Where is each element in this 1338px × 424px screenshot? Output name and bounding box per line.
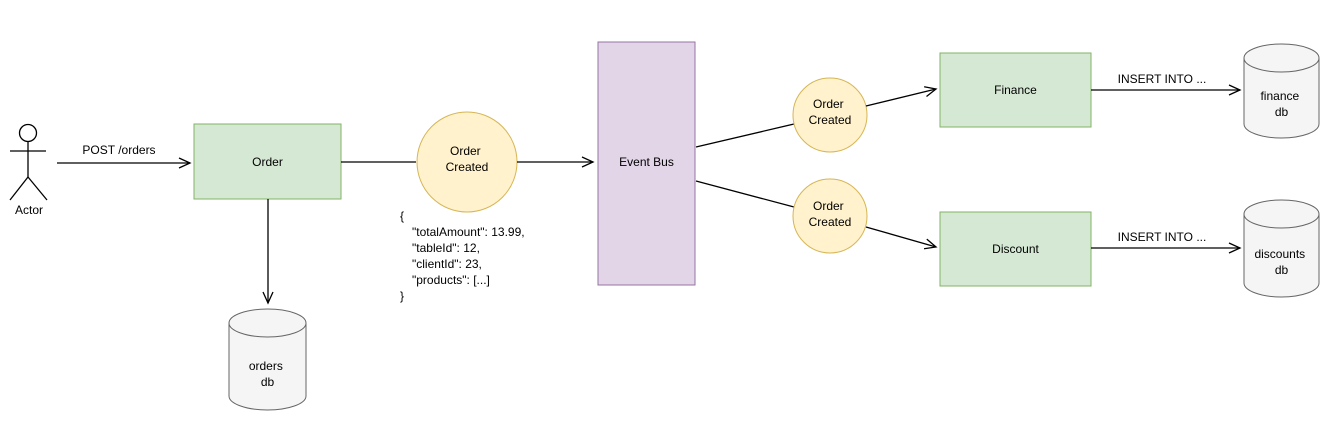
edge-label-insert-finance: INSERT INTO ... bbox=[1118, 72, 1207, 86]
payload-json: { "totalAmount": 13.99, "tableId": 12, "… bbox=[400, 209, 528, 303]
edge-label-insert-discount: INSERT INTO ... bbox=[1118, 230, 1207, 244]
edge-bus-to-finance-event bbox=[695, 123, 795, 148]
node-discounts-db: discounts db bbox=[1243, 199, 1320, 298]
node-discount-service: Discount bbox=[939, 211, 1092, 287]
order-created-discount-label: Order Created bbox=[809, 199, 852, 229]
edge-bus-to-discount-event bbox=[695, 180, 795, 208]
node-event-bus: Event Bus bbox=[597, 41, 696, 286]
payload-line: "totalAmount": 13.99, bbox=[412, 225, 525, 239]
payload-line: "clientId": 23, bbox=[412, 257, 482, 271]
order-service-label: Order bbox=[252, 155, 283, 169]
node-order-created-main: Order Created bbox=[416, 111, 518, 213]
actor-figure: Actor bbox=[9, 123, 48, 217]
node-orders-db: orders db bbox=[228, 308, 307, 411]
actor-right-leg bbox=[27, 176, 48, 201]
finance-db-cylinder-rim bbox=[1243, 57, 1320, 73]
discounts-db-cylinder-rim bbox=[1243, 213, 1320, 229]
node-order-created-finance: Order Created bbox=[792, 77, 868, 153]
node-order-service: Order bbox=[193, 123, 342, 200]
order-created-finance-circle bbox=[792, 77, 868, 153]
edge-event-to-finance bbox=[865, 86, 938, 107]
order-created-finance-label: Order Created bbox=[809, 97, 852, 127]
edge-label-post-orders: POST /orders bbox=[82, 143, 155, 157]
finance-db-cylinder-icon bbox=[1243, 43, 1320, 139]
actor-head-icon bbox=[18, 123, 38, 143]
order-created-main-label: Order Created bbox=[446, 144, 489, 174]
order-service-box bbox=[193, 123, 342, 200]
edge-finance-to-db: INSERT INTO ... bbox=[1091, 72, 1242, 96]
node-finance-service: Finance bbox=[939, 52, 1092, 128]
orders-db-cylinder-rim bbox=[228, 322, 307, 338]
payload-line: "tableId": 12, bbox=[412, 241, 480, 255]
orders-db-cylinder-icon bbox=[228, 308, 307, 411]
finance-service-label: Finance bbox=[994, 83, 1037, 97]
node-finance-db: finance db bbox=[1243, 43, 1320, 139]
payload-line: { bbox=[400, 209, 404, 223]
order-created-discount-circle bbox=[792, 178, 868, 254]
payload-line: "products": [...] bbox=[412, 273, 490, 287]
discounts-db-cylinder-icon bbox=[1243, 199, 1320, 298]
orders-db-label: orders db bbox=[249, 359, 286, 389]
discount-service-box bbox=[939, 211, 1092, 287]
edge-event-to-discount bbox=[865, 226, 938, 250]
discount-service-label: Discount bbox=[992, 242, 1039, 256]
actor-label: Actor bbox=[15, 203, 43, 217]
node-order-created-discount: Order Created bbox=[792, 178, 868, 254]
finance-db-label: finance db bbox=[1260, 89, 1302, 119]
event-bus-box bbox=[597, 41, 696, 286]
edge-discount-to-db: INSERT INTO ... bbox=[1091, 230, 1242, 254]
discounts-db-label: discounts db bbox=[1254, 247, 1308, 277]
payload-line: } bbox=[400, 289, 404, 303]
event-bus-label: Event Bus bbox=[619, 155, 674, 169]
actor-left-leg bbox=[9, 176, 29, 201]
edge-actor-to-order: POST /orders bbox=[57, 143, 192, 169]
